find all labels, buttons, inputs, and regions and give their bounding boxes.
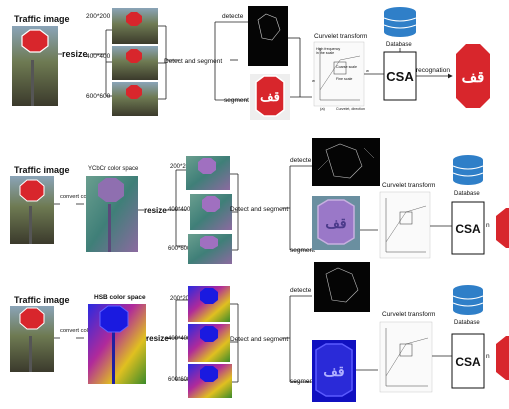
detect-segment-label: Detect and segment: [230, 206, 288, 213]
database-label: Database: [454, 320, 480, 326]
detecte-label: detecte: [222, 13, 244, 20]
size-label-600: 600*600: [168, 377, 191, 383]
detecte-label: detecte: [290, 287, 312, 294]
segment-label: segment: [224, 97, 249, 104]
convert-color-label: convert color space: [60, 194, 110, 200]
arrow-label: n: [486, 353, 490, 360]
row-2: Traffic image convert color space YCbCr …: [10, 138, 509, 264]
detect-segment-label: Detect and segment: [230, 336, 288, 343]
convert-color-label: convert color space: [60, 328, 110, 334]
detecte-label: detecte: [290, 157, 312, 164]
curvelet-axis-left: w: [312, 78, 315, 83]
database-icon: [452, 155, 484, 185]
segment-label: segment: [290, 247, 315, 254]
resized-hsb-images: [188, 286, 232, 398]
traffic-image-label: Traffic image: [14, 14, 70, 24]
segmented-ycbcr-sign: قف: [312, 196, 360, 250]
csa-box: [383, 51, 417, 101]
recognized-sign: قف: [456, 44, 490, 108]
resized-images: [112, 8, 158, 116]
curvelet-figure: High frequency in the scale Coarse scale…: [312, 41, 369, 111]
size-label-400: 400*400: [86, 53, 111, 60]
database-label: Database: [454, 191, 480, 197]
size-label-200: 200*200: [86, 13, 111, 20]
curvelet-sub: (a): [320, 106, 326, 111]
resize-label: resize: [62, 49, 88, 59]
row-3: Traffic image convert color space HSB co…: [10, 262, 509, 402]
size-label-400: 400*400: [168, 207, 191, 213]
curvelet-axis-right: w: [366, 68, 369, 73]
curvelet-axis-mid: Coarse scale: [336, 65, 357, 69]
traffic-photo: [12, 26, 58, 106]
recognized-sign: [496, 336, 509, 380]
sign-text: قف: [325, 215, 346, 231]
edge-map: [248, 6, 288, 66]
edge-map: [312, 138, 380, 186]
segmented-hsb-sign: قف: [312, 340, 356, 402]
segment-label: segment: [290, 378, 315, 385]
ycbcr-image: [86, 176, 138, 252]
curvelet-label: Curvelet transform: [314, 33, 367, 40]
recognized-sign-text: قف: [462, 69, 485, 86]
csa-box: [451, 333, 485, 389]
sign-text: قف: [260, 89, 280, 104]
size-label-200: 200*200: [170, 296, 193, 302]
curvelet-axis-mid2: Fine scale: [336, 77, 352, 81]
curvelet-figure: [379, 321, 433, 393]
recognized-sign: [496, 208, 509, 248]
size-label-200: 200*200: [170, 164, 193, 170]
csa-label: CSA: [455, 222, 481, 236]
curvelet-label: Curvelet transform: [382, 182, 435, 189]
hsb-image: [88, 304, 146, 384]
database-icon: [383, 7, 417, 37]
csa-label: CSA: [455, 355, 481, 369]
sign-text: قف: [323, 363, 344, 379]
csa-box: [451, 201, 485, 255]
csa-label: CSA: [386, 69, 414, 84]
curvelet-axis-top: High frequency: [316, 47, 340, 51]
row-1: Traffic image resize 200*200 400*400 600…: [12, 6, 490, 120]
traffic-image-label: Traffic image: [14, 165, 70, 175]
traffic-photo: [10, 306, 54, 372]
edge-map: [314, 262, 370, 312]
size-label-600: 600*600: [168, 246, 191, 252]
database-label: Database: [386, 42, 412, 48]
ycbcr-label: YCbCr color space: [88, 166, 139, 172]
curvelet-label: Curvelet transform: [382, 311, 435, 318]
hsb-label: HSB color space: [94, 294, 146, 301]
curvelet-figure: [379, 191, 431, 259]
resize-label: resize: [144, 206, 167, 215]
size-label-400: 400*400: [168, 336, 191, 342]
recognition-label: recognation: [416, 67, 450, 74]
detect-segment-label: Detect and segment: [164, 58, 222, 65]
resize-label: resize: [146, 334, 169, 343]
resized-ycbcr-images: [186, 156, 232, 264]
traffic-photo: [10, 176, 54, 244]
arrow-label: n: [486, 222, 490, 229]
database-icon: [452, 285, 484, 315]
curvelet-axis-top2: in the scale: [316, 51, 334, 55]
segmented-sign: قف: [250, 74, 290, 120]
curvelet-axis-bottom: Curvelet, direction: [336, 107, 365, 111]
size-label-600: 600*600: [86, 93, 111, 100]
traffic-image-label: Traffic image: [14, 295, 70, 305]
